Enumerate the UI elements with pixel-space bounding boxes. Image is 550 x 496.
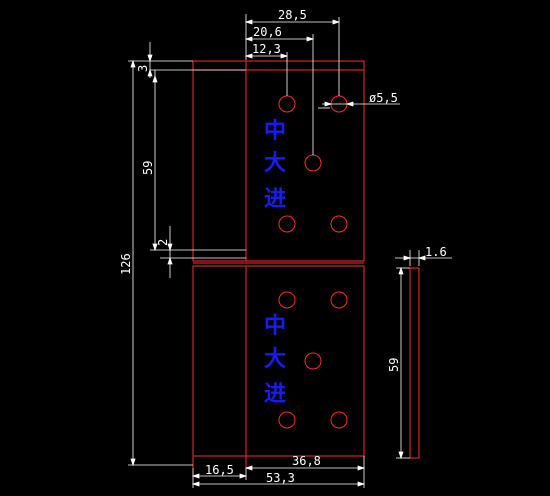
hole-bottom-1	[278, 291, 296, 309]
hole-top-1	[278, 95, 296, 113]
bottom-label-char-1: 中	[264, 314, 286, 339]
bottom-label-char-2: 大	[264, 347, 286, 372]
dim-1-6: 1.6	[425, 245, 447, 259]
hole-bottom-2	[330, 291, 348, 309]
hole-bottom-5	[330, 411, 348, 429]
plate-labels: 中 大 进 中 大 进	[264, 119, 286, 407]
dim-3: 3	[136, 65, 150, 72]
dim-12-3: 12,3	[252, 42, 281, 56]
dim-20-6: 20,6	[253, 25, 282, 39]
hole-top-3	[304, 154, 322, 172]
part-outline	[192, 60, 420, 468]
hole-top-4	[278, 215, 296, 233]
bottom-label-char-3: 进	[264, 382, 286, 407]
dimension-lines	[128, 14, 452, 488]
dim-36-8: 36,8	[292, 454, 321, 468]
top-label-char-3: 进	[264, 187, 286, 212]
dim-59-right: 59	[387, 358, 401, 372]
dim-2: 2	[156, 239, 170, 246]
dim-126: 126	[119, 253, 133, 275]
top-plate-outline	[192, 60, 365, 262]
top-label-char-1: 中	[264, 119, 286, 144]
dim-59-left: 59	[141, 161, 155, 175]
dim-28-5: 28,5	[278, 8, 307, 22]
hole-top-5	[330, 215, 348, 233]
dim-diameter: ø5,5	[369, 91, 398, 105]
dimension-labels: 28,5 20,6 12,3 ø5,5 1.6 16,5 36,8 53,3 3…	[119, 8, 447, 485]
side-view-plate	[409, 267, 420, 459]
hole-bottom-4	[278, 411, 296, 429]
dim-16-5: 16,5	[205, 463, 234, 477]
top-label-char-2: 大	[264, 151, 286, 176]
dim-53-3: 53,3	[266, 471, 295, 485]
bottom-plate-outline	[192, 265, 365, 457]
hole-bottom-3	[304, 352, 322, 370]
